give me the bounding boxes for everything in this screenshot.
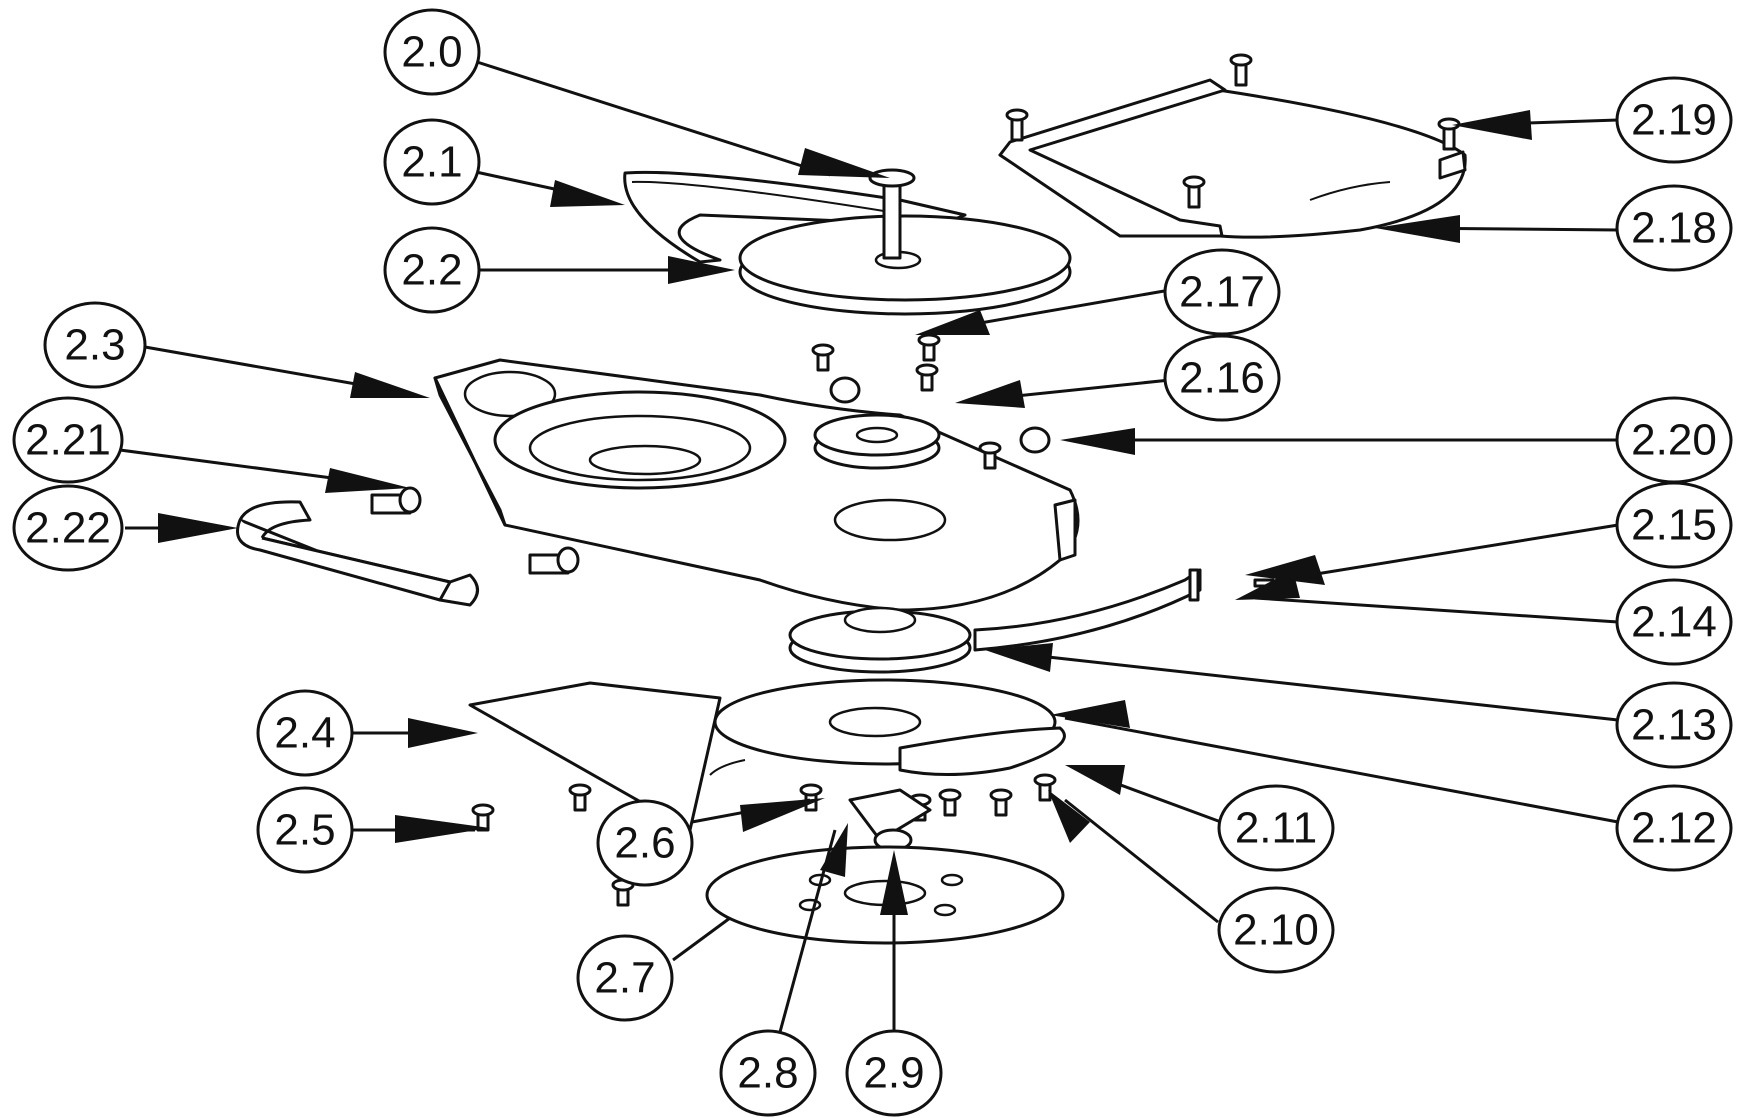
- callout-2-13: 2.13: [1615, 681, 1733, 769]
- base-plate: [468, 678, 1066, 832]
- callout-bubbles: 2.0 2.1 2.2 2.3 2.21 2.22 2.4 2.5 2.6 2.…: [12, 8, 1733, 1117]
- callout-2-18: 2.18: [1615, 184, 1733, 272]
- svg-text:2.15: 2.15: [1631, 501, 1717, 550]
- svg-text:2.1: 2.1: [401, 138, 462, 187]
- arrowheads: [158, 110, 1532, 915]
- callout-2-3: 2.3: [43, 301, 147, 389]
- svg-text:2.17: 2.17: [1179, 268, 1265, 317]
- pulley: [738, 214, 1072, 316]
- callout-2-6: 2.6: [596, 799, 694, 887]
- callout-2-5: 2.5: [256, 786, 354, 874]
- svg-text:2.22: 2.22: [25, 504, 111, 553]
- cover-screws: [1005, 53, 1461, 209]
- svg-text:2.21: 2.21: [25, 416, 111, 465]
- callout-2-2: 2.2: [383, 226, 481, 314]
- svg-text:2.13: 2.13: [1631, 701, 1717, 750]
- callout-2-1: 2.1: [383, 118, 481, 206]
- callout-2-17: 2.17: [1163, 248, 1281, 336]
- lower-flange-arm: [788, 568, 1275, 674]
- svg-text:2.14: 2.14: [1631, 598, 1717, 647]
- small-screws: [811, 333, 1051, 470]
- callout-2-14: 2.14: [1615, 578, 1733, 666]
- svg-text:2.20: 2.20: [1631, 416, 1717, 465]
- callout-2-9: 2.9: [845, 1029, 943, 1117]
- callout-2-22: 2.22: [12, 484, 124, 572]
- callout-2-7: 2.7: [576, 934, 674, 1022]
- callout-2-8: 2.8: [719, 1029, 817, 1117]
- callout-2-4: 2.4: [256, 689, 354, 777]
- svg-text:2.5: 2.5: [274, 806, 335, 855]
- svg-text:2.0: 2.0: [401, 28, 462, 77]
- svg-text:2.7: 2.7: [594, 954, 655, 1003]
- svg-text:2.12: 2.12: [1631, 804, 1717, 853]
- center-hub: [848, 788, 932, 852]
- svg-text:2.6: 2.6: [614, 819, 675, 868]
- housing-bolts: [370, 486, 580, 575]
- pulley-bolt: [868, 168, 916, 260]
- callout-2-12: 2.12: [1615, 784, 1733, 872]
- drive-belt: [623, 170, 967, 264]
- svg-text:2.2: 2.2: [401, 246, 462, 295]
- callout-2-0: 2.0: [383, 8, 481, 96]
- svg-text:2.18: 2.18: [1631, 204, 1717, 253]
- parts-drawing: [236, 53, 1467, 945]
- svg-text:2.19: 2.19: [1631, 96, 1717, 145]
- callout-2-19: 2.19: [1615, 76, 1733, 164]
- svg-text:2.4: 2.4: [274, 709, 335, 758]
- callout-2-11: 2.11: [1217, 784, 1335, 872]
- callout-2-15: 2.15: [1615, 481, 1733, 569]
- svg-text:2.16: 2.16: [1179, 354, 1265, 403]
- callout-2-10: 2.10: [1217, 886, 1335, 974]
- svg-text:2.9: 2.9: [863, 1049, 924, 1098]
- svg-text:2.10: 2.10: [1233, 906, 1319, 955]
- svg-text:2.8: 2.8: [737, 1049, 798, 1098]
- callout-2-20: 2.20: [1615, 396, 1733, 484]
- callout-2-16: 2.16: [1163, 334, 1281, 422]
- svg-text:2.3: 2.3: [64, 321, 125, 370]
- main-housing: [433, 358, 1080, 612]
- svg-text:2.11: 2.11: [1235, 804, 1317, 853]
- top-cover: [998, 78, 1467, 239]
- callout-2-21: 2.21: [12, 396, 124, 484]
- bearing-flange: [813, 413, 941, 470]
